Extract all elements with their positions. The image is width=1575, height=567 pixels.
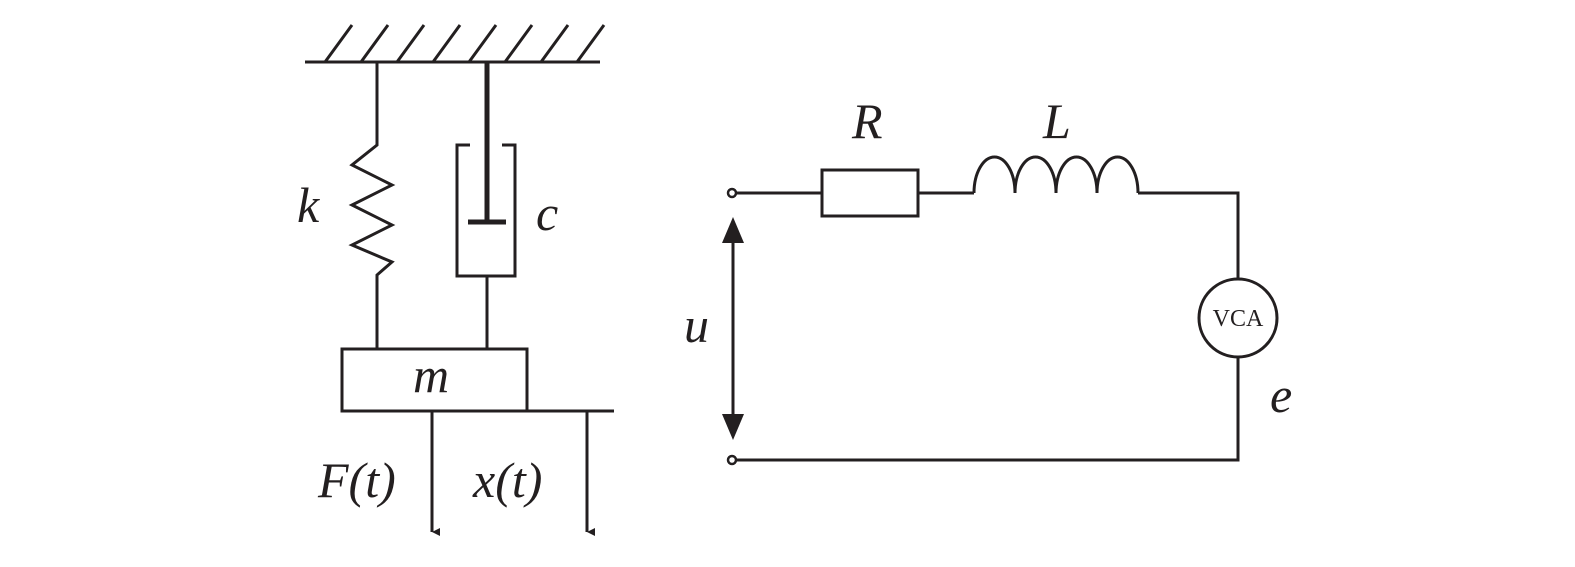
resistor-body xyxy=(820,168,920,218)
displacement-arrow: x(t) xyxy=(472,411,595,536)
force-label: F(t) xyxy=(317,452,396,508)
vca-source: VCA e xyxy=(1197,277,1292,423)
voltage-arrow: u xyxy=(684,217,744,440)
inductor: L xyxy=(972,93,1140,194)
vca-label: VCA xyxy=(1213,306,1264,332)
mass-block xyxy=(340,347,529,413)
support-hatching xyxy=(323,24,606,63)
voltage-arrow-head-up xyxy=(722,217,744,243)
inductor-coil xyxy=(972,155,1140,194)
spring: k xyxy=(297,62,396,350)
voltage-label: u xyxy=(684,297,709,353)
wire-vca-to-terminal xyxy=(736,357,1240,462)
voltage-arrow-head-down xyxy=(722,414,744,440)
resistor-label: R xyxy=(851,93,883,149)
emf-label: e xyxy=(1270,367,1292,423)
damper: c xyxy=(455,62,558,350)
wire-inductor-to-vca xyxy=(1138,191,1240,279)
displacement-label: x(t) xyxy=(472,452,542,508)
mass-label: m xyxy=(413,347,449,403)
resistor: R xyxy=(820,93,920,218)
mechanical-system: k c m F(t) x(t) xyxy=(297,24,614,536)
fixed-support xyxy=(305,24,606,64)
spring-label: k xyxy=(297,177,320,233)
mass: m xyxy=(340,347,529,413)
electrical-circuit: R L VCA e u xyxy=(684,93,1292,466)
inductor-label: L xyxy=(1042,93,1071,149)
spring-coil xyxy=(348,62,396,350)
damper-label: c xyxy=(536,185,558,241)
force-arrow: F(t) xyxy=(317,411,440,536)
bottom-terminal xyxy=(726,454,738,466)
top-terminal xyxy=(726,187,738,199)
